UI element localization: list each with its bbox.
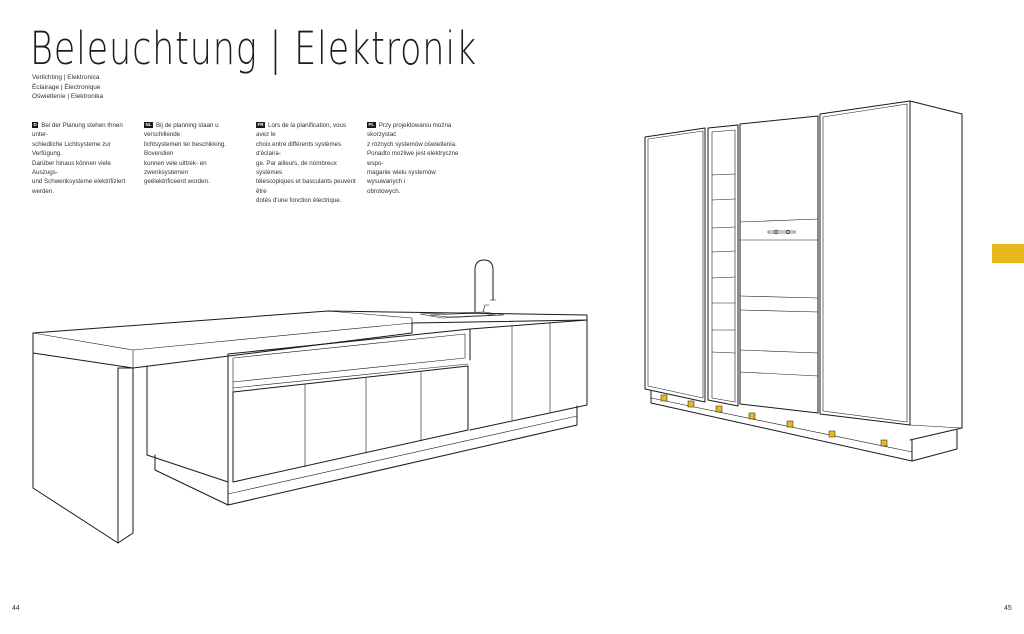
kitchen-island-drawing — [32, 259, 588, 544]
led-light-icon — [786, 420, 794, 428]
text-line: Ponadto możliwe jest elektryczne wspo- — [367, 150, 459, 167]
text-line: choix entre différents systèmes d'éclair… — [256, 140, 342, 158]
led-light-icon — [715, 405, 723, 413]
led-light-icon — [748, 412, 756, 420]
language-badge: D — [32, 122, 39, 128]
text-line: ge. Par ailleurs, de nombreux systèmes — [256, 159, 337, 177]
text-line: schiedliche Lichtsysteme zur Verfügung. — [32, 140, 111, 158]
language-badge: FR — [256, 122, 265, 128]
text-line: télescopiques et basculants peuvent être — [256, 178, 356, 195]
text-line: z różnych systemów oświetlenia. — [367, 140, 457, 148]
text-line: maganie wielu systemów wysuwanych i — [367, 169, 436, 186]
text-line: obrotowych. — [367, 187, 401, 195]
chapter-tab — [992, 244, 1024, 263]
led-light-icon — [880, 439, 888, 447]
page-number-left: 44 — [12, 605, 20, 612]
text-line: Darüber hinaus können viele Auszugs- — [32, 159, 111, 177]
subtitle-fr: Éclairage | Électronique — [32, 83, 101, 91]
subtitle-nl: Verlichting | Elektronica — [32, 74, 100, 81]
text-line: kunnen vele uittrek- en zwenksystemen — [144, 159, 207, 177]
led-light-icon — [687, 400, 695, 408]
text-line: Bij de planning staan u verschillende — [144, 122, 219, 139]
text-line: und Schwenksysteme elektrifiziert — [32, 178, 126, 186]
language-badge: NL — [144, 122, 153, 128]
subtitle-pl: Oświetlenie | Elektronika — [32, 93, 104, 100]
led-light-icon — [660, 394, 668, 402]
subtitle-list: Verlichting | Elektronica Éclairage | Él… — [32, 73, 103, 102]
led-light-icon — [828, 430, 836, 438]
text-line: Bei der Planung stehen Ihnen unter- — [32, 122, 123, 139]
page-title: Beleuchtung | Elektronik — [30, 22, 477, 75]
text-line: Lors de la planification, vous avez le — [256, 122, 347, 139]
text-line: dotés d'une fonction électrique. — [256, 197, 342, 205]
text-line: lichtsystemen ter beschikking. Bovendien — [144, 140, 227, 158]
page-number-right: 45 — [1004, 605, 1012, 612]
text-line: Przy projektowaniu można skorzystać — [367, 122, 452, 139]
tall-cabinet-drawing — [644, 100, 963, 462]
language-badge: PL — [367, 122, 376, 128]
text-line: geëlektrificeerd worden. — [144, 178, 210, 186]
text-line: werden. — [32, 187, 55, 195]
